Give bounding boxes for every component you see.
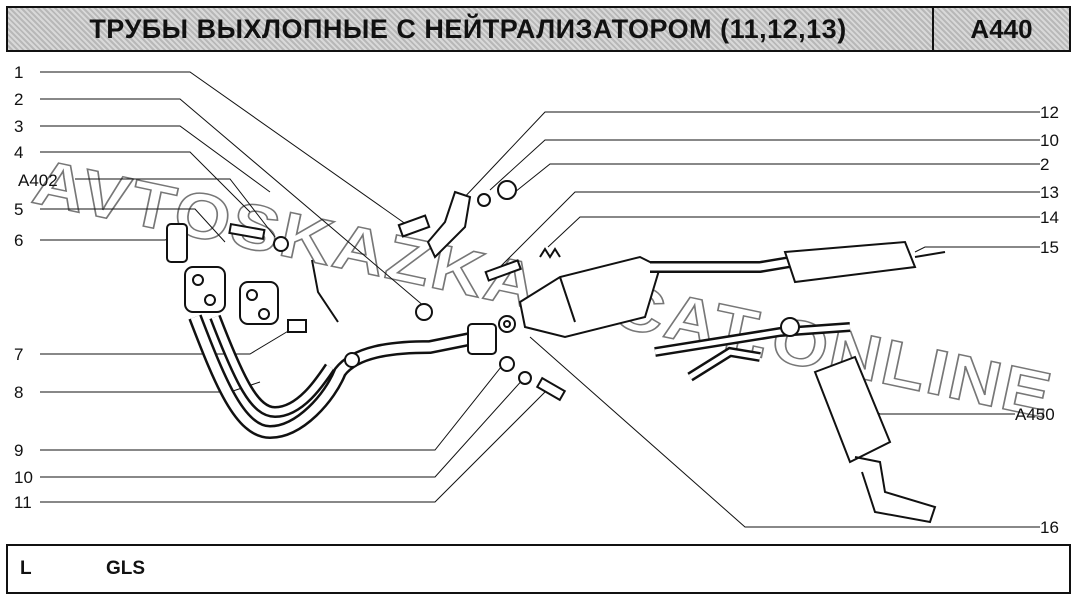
callout-8: 8 xyxy=(14,383,23,402)
exhaust-diagram: AVTOSKAZKA.ACAT.ONLINE xyxy=(14,63,1060,537)
modification-bar: L GLS xyxy=(6,544,1071,594)
callout-2: 2 xyxy=(14,90,23,109)
header-bar: ТРУБЫ ВЫХЛОПНЫЕ С НЕЙТРАЛИЗАТОРОМ (11,12… xyxy=(6,6,1071,52)
callout-10: 10 xyxy=(14,468,33,487)
callout-9: 9 xyxy=(14,441,23,460)
callout-A402: A402 xyxy=(18,171,58,190)
callout-4: 4 xyxy=(14,143,23,162)
callout-5: 5 xyxy=(14,200,23,219)
modification-gls: GLS xyxy=(106,558,146,579)
callout-1: 1 xyxy=(14,63,23,82)
callouts-right: 12 10 2 13 14 15 A450 16 xyxy=(1015,103,1059,537)
modification-l: L xyxy=(20,558,32,579)
callout-10-right: 10 xyxy=(1040,131,1059,150)
callout-6: 6 xyxy=(14,231,23,250)
callout-3: 3 xyxy=(14,117,23,136)
callout-14: 14 xyxy=(1040,208,1059,227)
catalog-code: A440 xyxy=(970,13,1033,44)
callout-A450: A450 xyxy=(1015,405,1055,424)
callouts-left: 1 2 3 4 A402 5 6 7 8 9 10 11 xyxy=(14,63,58,512)
callout-7: 7 xyxy=(14,345,23,364)
callout-12: 12 xyxy=(1040,103,1059,122)
callout-13: 13 xyxy=(1040,183,1059,202)
callout-15: 15 xyxy=(1040,238,1059,257)
leader-lines xyxy=(40,71,1040,528)
callout-16: 16 xyxy=(1040,518,1059,537)
exhaust-parts xyxy=(166,180,946,524)
header-hatch xyxy=(8,8,1069,50)
callout-2-right: 2 xyxy=(1040,155,1049,174)
header-divider xyxy=(932,8,934,50)
page-title: ТРУБЫ ВЫХЛОПНЫЕ С НЕЙТРАЛИЗАТОРОМ (11,12… xyxy=(89,13,847,44)
callout-11: 11 xyxy=(14,493,32,512)
